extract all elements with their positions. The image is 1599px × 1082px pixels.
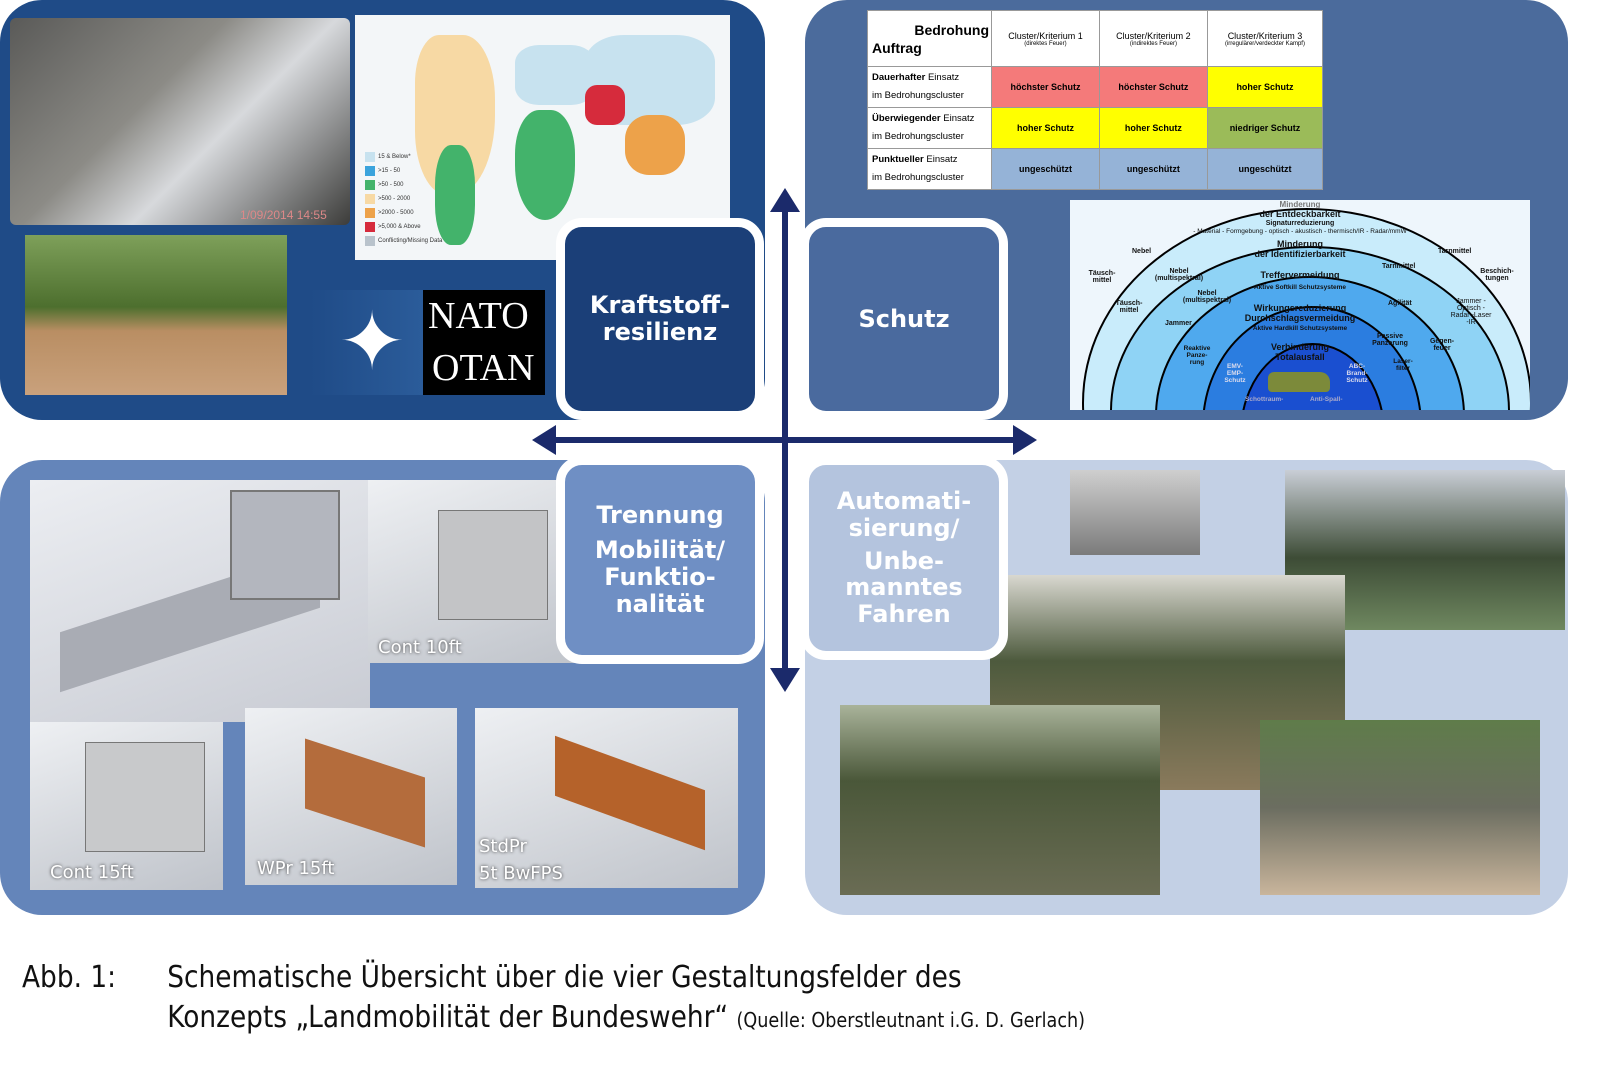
arrow-right-icon <box>1013 425 1037 455</box>
shelter-truck-photo <box>840 705 1160 895</box>
nato-star-icon: ✦ <box>338 297 406 386</box>
robot-photo <box>1070 470 1200 555</box>
box-fuel-resilience: Kraftstoff-resilienz <box>556 218 764 420</box>
legend-item: Conflicting/Missing Data <box>365 234 442 248</box>
village-fuel-photo <box>25 235 287 395</box>
wpr-15ft-render: WPr 15ft <box>245 708 457 885</box>
nato-logo: ✦ NATO OTAN <box>310 290 545 395</box>
armored-vehicle-photo <box>1260 720 1540 895</box>
container-10ft-render: Cont 10ft <box>368 480 590 663</box>
label-5t-bwfps: 5t BwFPS <box>479 863 563 884</box>
arrow-down-icon <box>770 668 800 692</box>
nato-text: NATO <box>428 295 529 337</box>
legend-item: 15 & Below* <box>365 150 442 164</box>
label-stdpr: StdPr <box>479 836 527 857</box>
otan-text: OTAN <box>432 347 535 389</box>
world-map: 15 & Below* >15 - 50 >50 - 500 >500 - 20… <box>355 15 730 260</box>
legend-item: >2000 - 5000 <box>365 206 442 220</box>
label-cont-10ft: Cont 10ft <box>378 637 462 658</box>
legend-item: >500 - 2000 <box>365 192 442 206</box>
arrow-left-icon <box>532 425 556 455</box>
container-15ft-render: Cont 15ft <box>30 722 223 890</box>
truck-chassis-render <box>30 480 370 722</box>
protection-onion-diagram: Minderung der Entdeckbarkeit Signaturred… <box>1070 200 1530 410</box>
label-wpr-15ft: WPr 15ft <box>257 858 335 879</box>
tank-icon <box>1268 372 1330 392</box>
fuel-filter-photo: 1/09/2014 14:55 <box>10 18 350 225</box>
figure-caption: Abb. 1:Schematische Übersicht über die v… <box>22 960 1086 1035</box>
box-protection: Schutz <box>800 218 1008 420</box>
legend-item: >5,000 & Above <box>365 220 442 234</box>
stdpr-render: StdPr 5t BwFPS <box>475 708 738 888</box>
photo-timestamp: 1/09/2014 14:55 <box>240 208 327 222</box>
legend-item: >15 - 50 <box>365 164 442 178</box>
legend-item: >50 - 500 <box>365 178 442 192</box>
arrow-up-icon <box>770 188 800 212</box>
label-cont-15ft: Cont 15ft <box>50 862 134 883</box>
